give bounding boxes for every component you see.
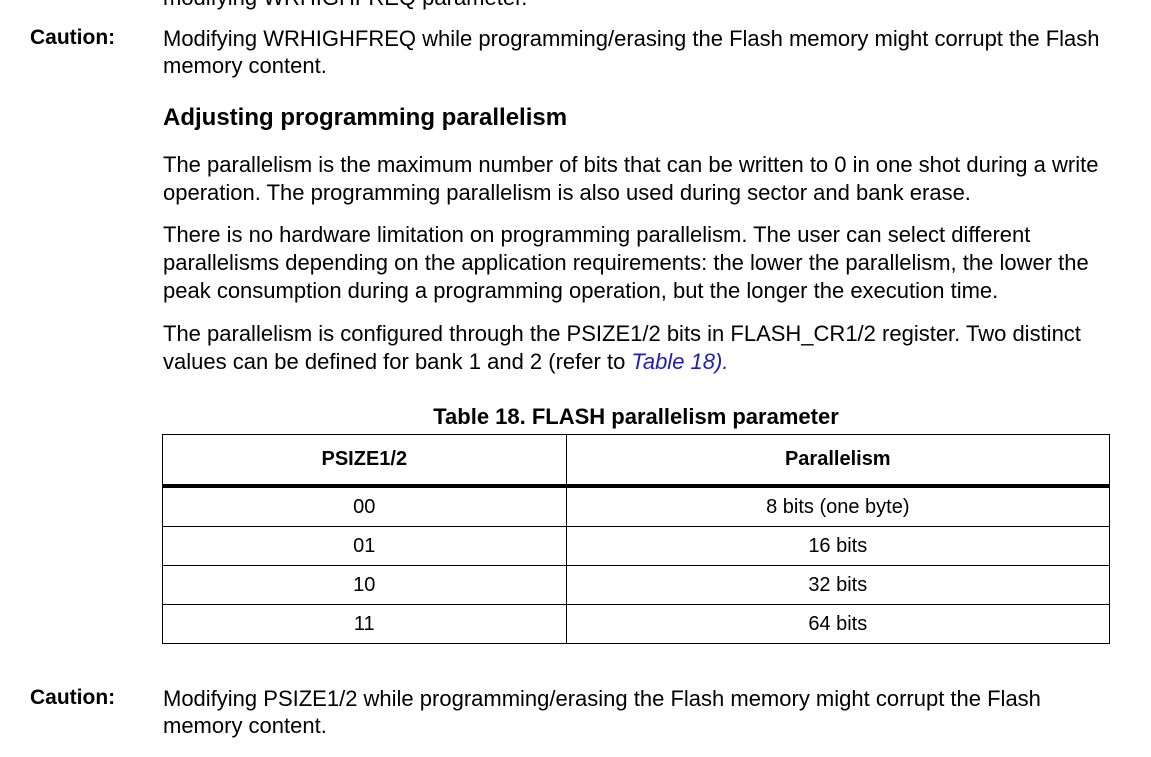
- table-row: 01 16 bits: [162, 526, 1111, 566]
- caution-label-1: Caution:: [30, 26, 116, 49]
- table-row: 11 64 bits: [162, 604, 1111, 644]
- cell-parallelism: 16 bits: [565, 526, 1111, 566]
- cell-psize: 10: [162, 565, 567, 605]
- cell-parallelism: 64 bits: [565, 604, 1111, 644]
- table-header-row: PSIZE1/2 Parallelism: [162, 434, 1111, 488]
- paragraph-3-prefix: The parallelism is configured through th…: [163, 321, 1081, 374]
- paragraph-2: There is no hardware limitation on progr…: [163, 222, 1089, 303]
- table-row: 00 8 bits (one byte): [162, 485, 1111, 527]
- caution-label-2: Caution:: [30, 686, 116, 709]
- header-parallelism: Parallelism: [565, 434, 1111, 488]
- caution-text-2: Modifying PSIZE1/2 while programming/era…: [163, 686, 1041, 738]
- section-heading: Adjusting programming parallelism: [163, 104, 568, 131]
- paragraph-3-suffix: .: [722, 349, 729, 374]
- cell-psize: 00: [162, 485, 567, 527]
- cell-psize: 11: [162, 604, 567, 644]
- table-caption: Table 18. FLASH parallelism parameter: [433, 404, 839, 429]
- paragraph-1: The parallelism is the maximum number of…: [163, 152, 1099, 205]
- table-18-link[interactable]: Table 18): [631, 349, 723, 374]
- cell-parallelism: 8 bits (one byte): [565, 485, 1111, 527]
- caution-text-1: Modifying WRHIGHFREQ while programming/e…: [163, 26, 1100, 78]
- table-row: 10 32 bits: [162, 565, 1111, 605]
- header-psize: PSIZE1/2: [162, 434, 567, 488]
- cell-parallelism: 32 bits: [565, 565, 1111, 605]
- parallelism-table: PSIZE1/2 Parallelism 00 8 bits (one byte…: [162, 434, 1111, 644]
- cut-off-previous-line: modifying WRHIGHFREQ parameter.: [163, 0, 527, 11]
- paragraph-3: The parallelism is configured through th…: [163, 320, 1123, 376]
- cell-psize: 01: [162, 526, 567, 566]
